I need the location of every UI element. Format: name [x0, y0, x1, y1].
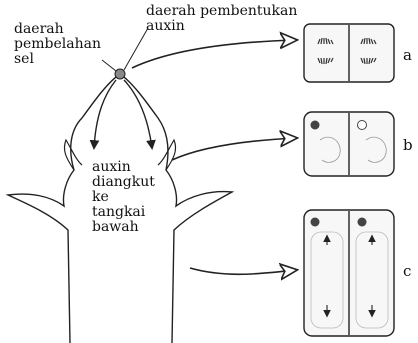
- label-line: tangkai: [92, 204, 146, 220]
- panel-a-chromosomes-left: [317, 37, 334, 65]
- label-auxin-transport: auxin diangkut ke tangkai bawah: [92, 160, 155, 235]
- arrow-to-panel-c: [189, 268, 296, 274]
- panel-b-vacuole-right: [365, 136, 387, 163]
- panel-b-letter: b: [403, 136, 413, 154]
- arrow-to-panel-b: [171, 138, 296, 161]
- pointer-formation: [123, 27, 149, 71]
- label-line: daerah: [14, 21, 64, 37]
- arrow-to-panel-a: [131, 40, 296, 69]
- panel-b-vacuole-left: [319, 136, 341, 163]
- pointer-division: [101, 59, 117, 72]
- label-line: sel: [14, 51, 34, 67]
- panel-b-nucleus-right: [357, 120, 367, 130]
- label-line: auxin: [92, 159, 131, 175]
- label-line: diangkut: [92, 174, 155, 190]
- panel-c-cells: [303, 209, 395, 337]
- label-line: bawah: [92, 219, 139, 235]
- panel-a-cells: [303, 23, 395, 83]
- panel-c-letter: c: [403, 262, 412, 280]
- auxin-arrow-left: [89, 79, 117, 150]
- label-line: ke: [92, 189, 109, 205]
- label-line: pembelahan: [14, 36, 101, 52]
- label-line: daerah pembentukan: [146, 3, 298, 19]
- panel-c-nucleus-right: [357, 217, 367, 227]
- label-auxin-formation-zone: daerah pembentukan auxin: [146, 4, 297, 34]
- auxin-arrow-right: [123, 79, 156, 150]
- label-cell-division-zone: daerah pembelahan sel: [14, 22, 101, 67]
- panel-a-chromosomes-right: [360, 37, 377, 65]
- panel-c-nucleus-left: [310, 217, 320, 227]
- right-leaf: [157, 138, 177, 171]
- label-line: auxin: [146, 18, 185, 34]
- left-leaf: [63, 138, 83, 171]
- growing-tip: [114, 68, 126, 80]
- panel-b-cells: [303, 111, 395, 177]
- panel-b-nucleus-left: [310, 120, 320, 130]
- panel-a-letter: a: [403, 46, 412, 64]
